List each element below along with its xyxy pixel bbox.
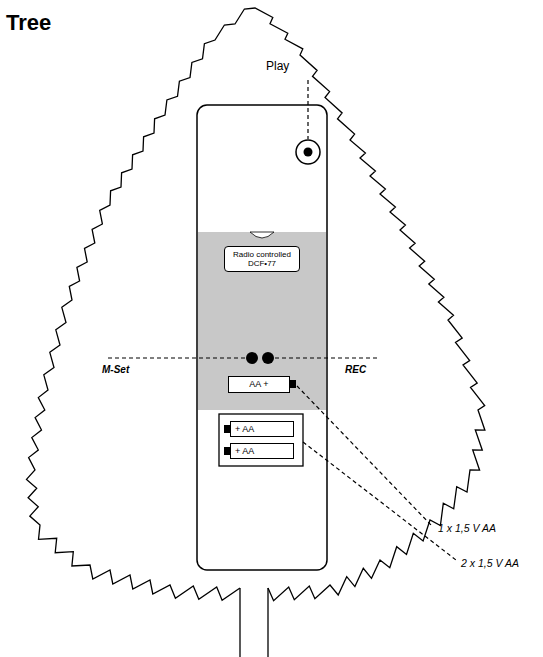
box-text: Radio controlled DCF•77 bbox=[227, 250, 297, 268]
device-housing bbox=[197, 105, 327, 570]
tree-outline bbox=[27, 8, 485, 601]
leader-line bbox=[307, 80, 308, 139]
tree-trunk bbox=[239, 588, 240, 657]
battery-cell: + AA bbox=[230, 421, 294, 437]
diagram-title: Tree bbox=[6, 10, 51, 35]
box-text: AA + bbox=[232, 377, 286, 392]
tree-trunk bbox=[267, 588, 268, 657]
button-label: Play bbox=[266, 60, 289, 74]
button-label: M-Set bbox=[102, 364, 129, 376]
battery-spec: 2 x 1,5 V AA bbox=[461, 557, 519, 569]
leader-line bbox=[108, 357, 245, 358]
mset-button bbox=[246, 352, 258, 364]
rec-button bbox=[262, 352, 274, 364]
grey-panel bbox=[198, 232, 326, 410]
leader-line bbox=[297, 386, 432, 526]
box-text: + AA bbox=[235, 422, 289, 436]
battery-spec: 1 x 1,5 V AA bbox=[438, 522, 496, 534]
button-label: REC bbox=[345, 364, 366, 376]
battery-cell: + AA bbox=[230, 443, 294, 459]
radio-label-box: Radio controlled DCF•77 bbox=[224, 246, 300, 272]
battery-compartment bbox=[219, 414, 303, 466]
play-button bbox=[296, 140, 320, 164]
play-button-center bbox=[304, 148, 313, 157]
leader-line bbox=[275, 357, 378, 358]
battery-terminal bbox=[290, 380, 296, 388]
panel-notch bbox=[250, 232, 274, 238]
box-text: + AA bbox=[235, 444, 289, 458]
leader-line bbox=[303, 442, 456, 560]
battery-cell: AA + bbox=[228, 376, 290, 393]
